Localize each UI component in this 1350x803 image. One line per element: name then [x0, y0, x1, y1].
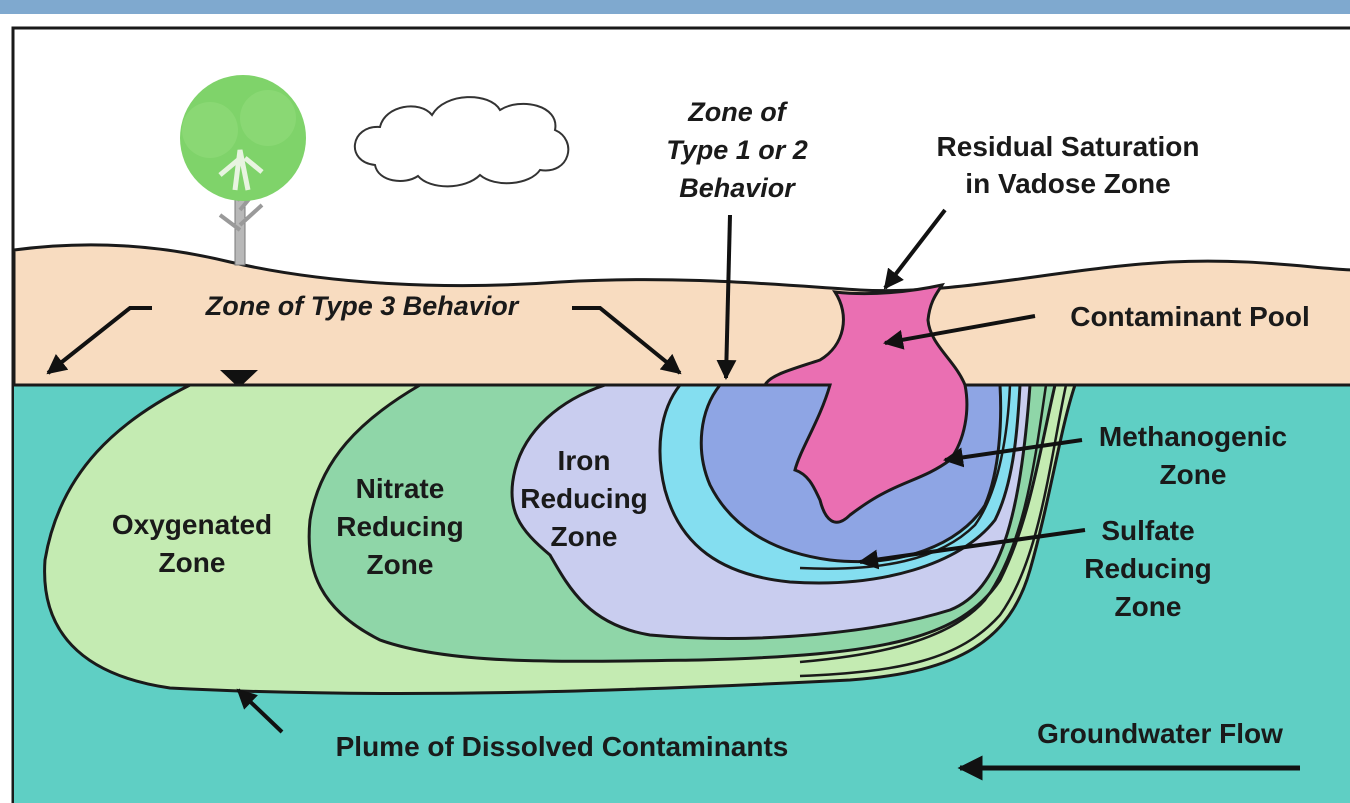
- label-iron-line3: Zone: [551, 521, 618, 552]
- label-residual-line1: Residual Saturation: [937, 131, 1200, 162]
- label-iron-line1: Iron: [558, 445, 611, 476]
- label-sulfate-line2: Reducing: [1084, 553, 1212, 584]
- label-contaminant-pool: Contaminant Pool: [1070, 301, 1310, 332]
- label-zone-type12-line2: Type 1 or 2: [666, 135, 808, 165]
- label-oxygenated-line1: Oxygenated: [112, 509, 272, 540]
- label-groundwater-flow: Groundwater Flow: [1037, 718, 1283, 749]
- label-nitrate-line2: Reducing: [336, 511, 464, 542]
- label-sulfate-line3: Zone: [1115, 591, 1182, 622]
- label-nitrate-line1: Nitrate: [356, 473, 445, 504]
- label-plume: Plume of Dissolved Contaminants: [336, 731, 789, 762]
- label-methanogenic-line2: Zone: [1160, 459, 1227, 490]
- label-zone-type12-line1: Zone of: [687, 97, 788, 127]
- label-zone-type12-line3: Behavior: [679, 173, 796, 203]
- frame-top-bar: [0, 0, 1350, 14]
- label-zone-type3: Zone of Type 3 Behavior: [205, 291, 520, 321]
- label-nitrate-line3: Zone: [367, 549, 434, 580]
- label-sulfate-line1: Sulfate: [1101, 515, 1194, 546]
- label-oxygenated-line2: Zone: [159, 547, 226, 578]
- label-iron-line2: Reducing: [520, 483, 648, 514]
- label-methanogenic-line1: Methanogenic: [1099, 421, 1287, 452]
- label-residual-line2: in Vadose Zone: [965, 168, 1170, 199]
